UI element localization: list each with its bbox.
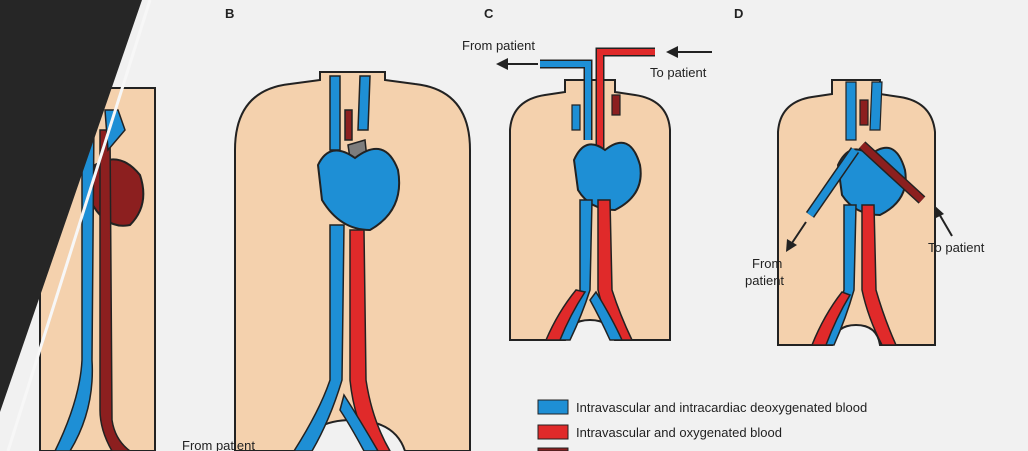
legend: Intravascular and intracardiac deoxygena… <box>538 400 867 451</box>
panel-label-c: C <box>484 6 494 21</box>
panel-d-to-patient-arrowhead <box>934 205 944 219</box>
panel-c-to-patient-label: To patient <box>650 65 707 80</box>
panel-b-figure <box>235 72 470 451</box>
legend-label-oxygenated: Intravascular and oxygenated blood <box>576 425 782 440</box>
legend-swatch-deoxygenated <box>538 400 568 414</box>
panel-b-from-patient-label: From patient <box>182 438 255 451</box>
panel-b-neck-vessel-blue-2 <box>358 76 370 130</box>
panel-d-neck-vessel-red <box>860 100 868 125</box>
panel-d-neck-vessel-blue <box>846 82 856 140</box>
panel-c-to-patient-arrowhead <box>666 46 678 58</box>
legend-label-deoxygenated: Intravascular and intracardiac deoxygena… <box>576 400 867 415</box>
panel-c-neck-vessel-red-small <box>612 95 620 115</box>
legend-swatch-oxygenated <box>538 425 568 439</box>
panel-b-neck-vessel-blue <box>330 76 340 150</box>
panel-d-to-patient-label: To patient <box>928 240 985 255</box>
panel-label-d: D <box>734 6 743 21</box>
panel-d-figure <box>778 80 952 345</box>
panel-c-neck-vessel-blue <box>572 105 580 130</box>
panel-c-figure <box>496 46 712 340</box>
panel-label-b: B <box>225 6 234 21</box>
panel-c-from-patient-label: From patient <box>462 38 535 53</box>
panel-d-neck-vessel-blue-2 <box>870 82 882 130</box>
panel-c-from-patient-arrowhead <box>496 58 508 70</box>
panel-d-patient-label: patient <box>745 273 784 288</box>
panel-d-from-label: From <box>752 256 782 271</box>
panel-b-neck-vessel-red <box>345 110 352 140</box>
